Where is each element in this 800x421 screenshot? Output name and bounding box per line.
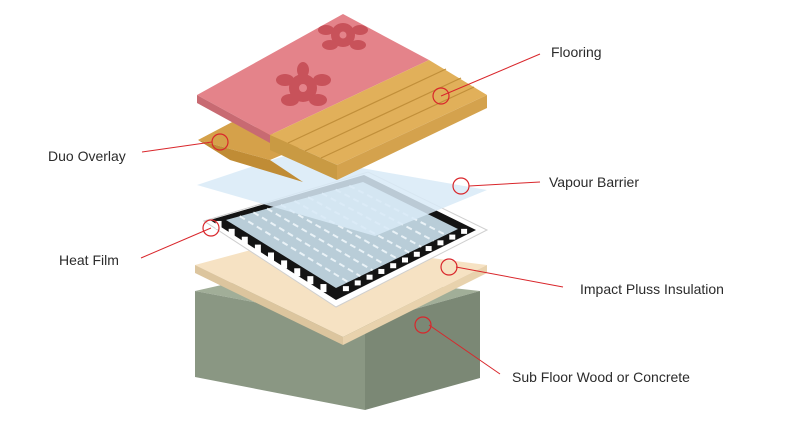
flooring-label: Flooring	[551, 44, 602, 60]
heat-film-contact	[307, 276, 314, 285]
vapour-barrier-label: Vapour Barrier	[549, 174, 640, 190]
vapour-barrier-callout	[452, 177, 470, 195]
flooring-layer	[197, 14, 487, 180]
heat-film-contact	[228, 228, 235, 237]
flooring-callout	[432, 87, 450, 105]
heat-film-strip	[321, 192, 422, 248]
impact-insulation-callout	[440, 258, 458, 276]
flower-pattern	[276, 23, 368, 106]
callout-lines	[140, 53, 564, 375]
duo-overlay-label: Duo Overlay	[48, 148, 126, 164]
heat-film-contact	[461, 228, 468, 234]
heat-film-contact	[342, 286, 349, 292]
heat-film-strip	[307, 196, 410, 254]
heat-film-contact	[437, 240, 444, 246]
heat-film-contact	[366, 274, 373, 280]
sub-floor-label: Sub Floor Wood or Concrete	[512, 369, 690, 385]
heat-film-contact	[354, 280, 361, 286]
heat-film-contact	[425, 246, 432, 252]
heat-film-contact	[281, 260, 288, 269]
heat-film-contact	[241, 236, 248, 245]
heat-film-strip	[266, 207, 374, 272]
heat-film-contact	[320, 284, 327, 293]
heat-film-contact	[390, 263, 397, 269]
heat-film-contact	[268, 252, 274, 261]
heat-film-contact	[402, 257, 408, 263]
heat-film-callout	[202, 219, 220, 237]
heat-film-contact	[449, 234, 456, 240]
heat-film-contact	[254, 244, 261, 253]
impact-insulation-label: Impact Pluss Insulation	[580, 281, 724, 297]
heat-film-contact	[294, 268, 301, 277]
heat-film-contact	[413, 251, 420, 257]
vapour-barrier-layer	[197, 155, 487, 236]
duo-overlay-callout	[211, 133, 229, 151]
sub-floor-callout	[414, 316, 432, 334]
heat-film-strip	[239, 215, 349, 283]
heat-film-label: Heat Film	[59, 252, 119, 268]
heat-film-contact	[378, 268, 385, 274]
heat-film-strip	[252, 211, 361, 278]
